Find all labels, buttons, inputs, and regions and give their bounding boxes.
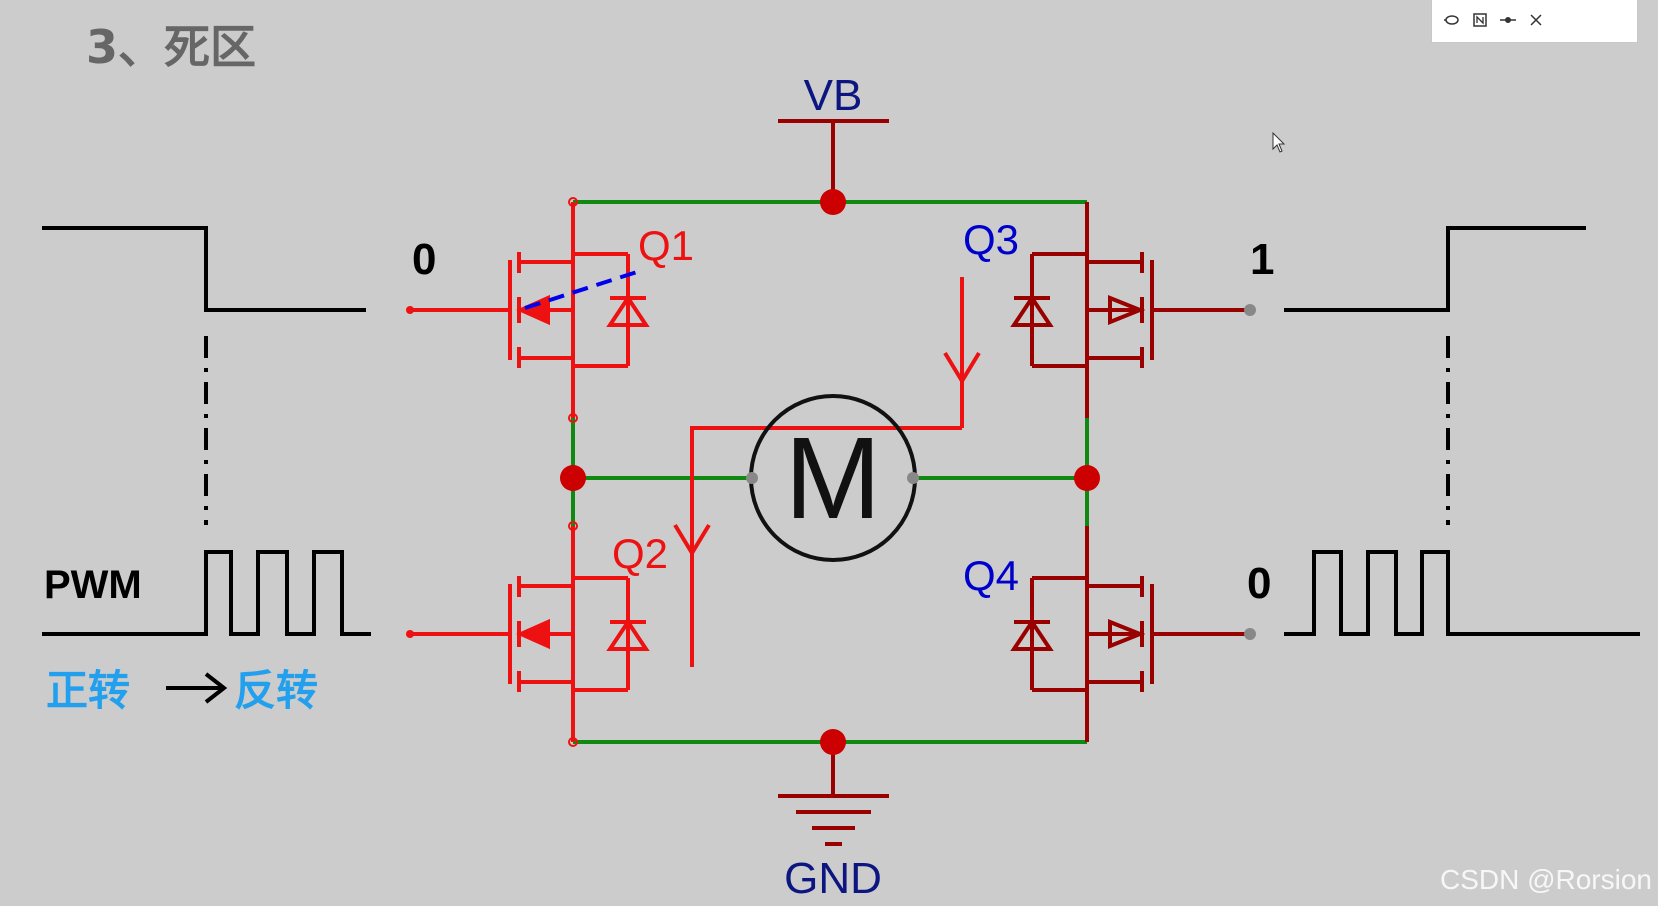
vb-supply [778, 119, 889, 202]
right-top-level-label: 1 [1250, 235, 1274, 284]
caption-from: 正转 [46, 666, 130, 715]
net-label-tool-icon[interactable] [1472, 12, 1488, 28]
q3-mosfet [1010, 202, 1250, 418]
current-path [673, 277, 981, 667]
right-waveforms [1284, 226, 1640, 636]
caption-to: 反转 [234, 666, 318, 715]
floating-toolbar [1431, 0, 1638, 43]
junction-nodes [560, 189, 1100, 755]
left-top-level-label: 0 [412, 235, 436, 284]
watermark: CSDN @Rorsion [1439, 864, 1652, 895]
left-pwm-waveform [42, 550, 371, 636]
left-waveforms [42, 226, 371, 636]
mouse-cursor-icon [1272, 132, 1286, 153]
ground-symbol [778, 742, 889, 846]
q1-mosfet [410, 202, 650, 418]
q2-label: Q2 [612, 530, 668, 577]
oval-tool-icon[interactable] [1444, 12, 1460, 28]
gnd-label: GND [784, 854, 882, 903]
junction-tool-icon[interactable] [1500, 12, 1516, 28]
q1-blue-dashed-line [524, 269, 641, 310]
caption-arrow-icon [166, 672, 228, 704]
right-pwm-level-label: 0 [1247, 559, 1271, 608]
q4-mosfet [1010, 526, 1250, 742]
q1-label: Q1 [638, 222, 694, 269]
left-top-waveform [42, 226, 366, 312]
q4-label: Q4 [963, 552, 1019, 599]
slide-title: 3、死区 [86, 20, 256, 74]
pin-dots [406, 197, 1256, 747]
current-arrow-down-icon-2 [673, 523, 711, 557]
q2-mosfet [410, 526, 650, 742]
right-pwm-waveform [1284, 550, 1640, 636]
close-icon[interactable] [1528, 12, 1544, 28]
q3-label: Q3 [963, 216, 1019, 263]
left-pwm-label: PWM [44, 563, 142, 607]
current-arrow-down-icon [943, 351, 981, 385]
vb-label: VB [804, 71, 863, 120]
motor-label: M [785, 413, 882, 543]
right-top-waveform [1284, 226, 1586, 312]
